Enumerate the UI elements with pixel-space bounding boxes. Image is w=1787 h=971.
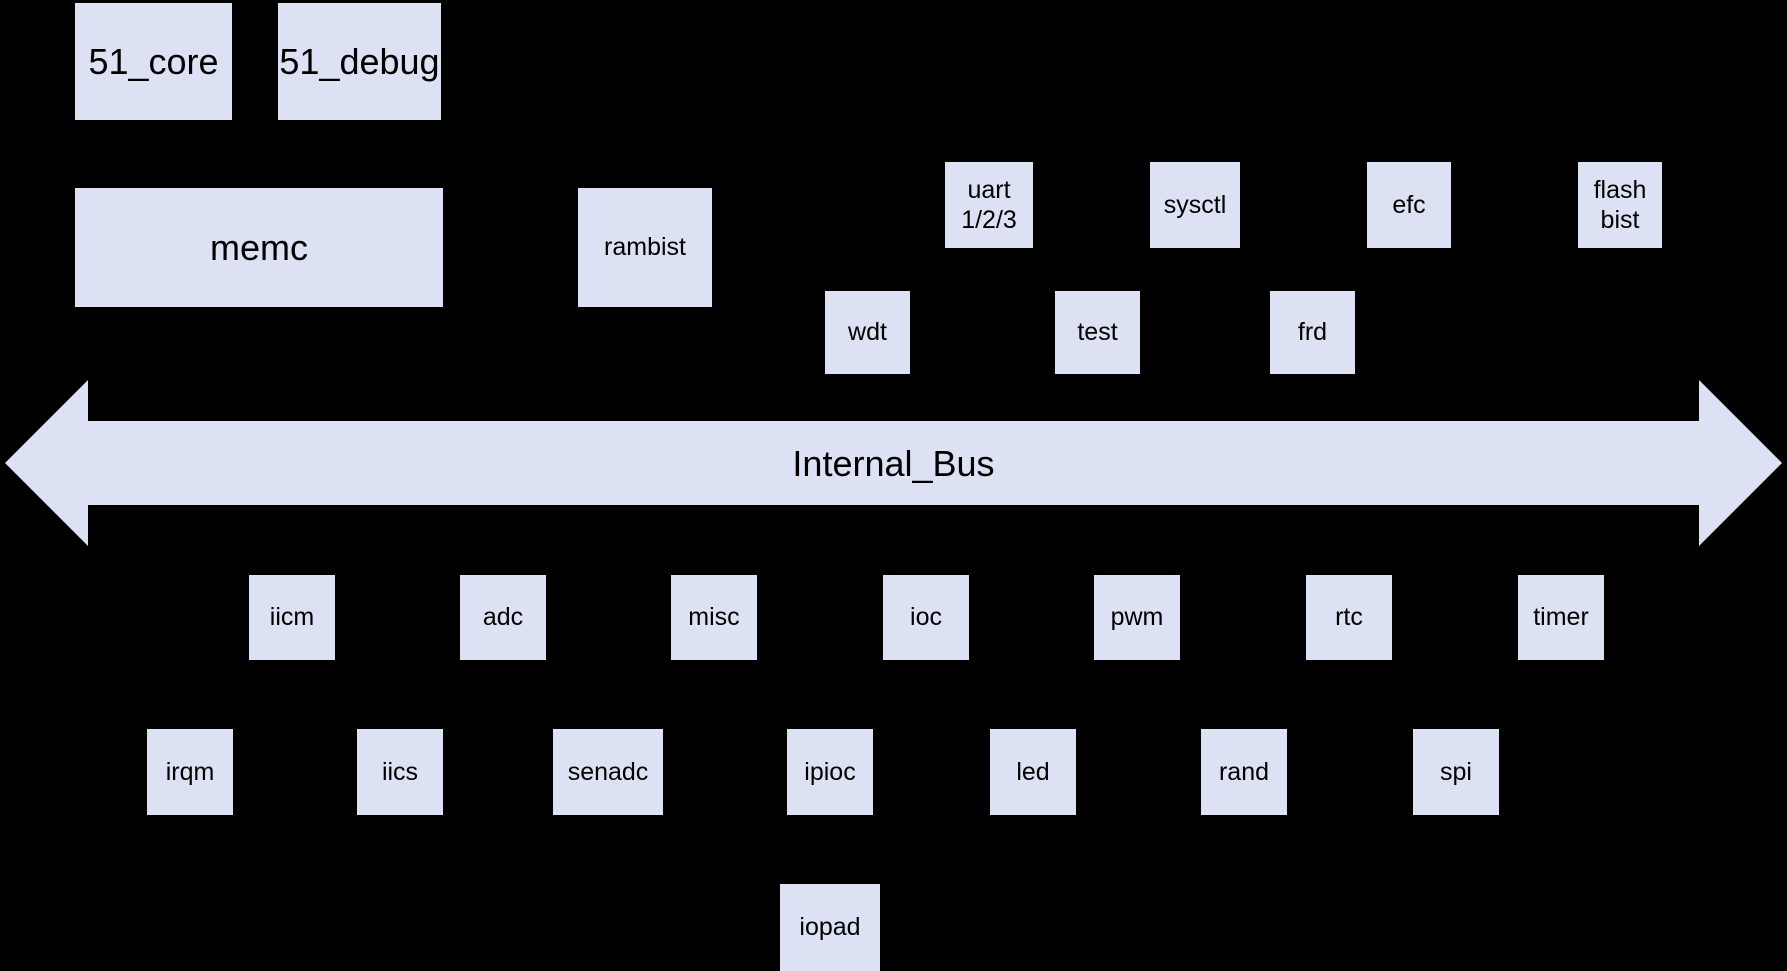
block-label-iicm: iicm bbox=[269, 603, 315, 632]
block-label-adc: adc bbox=[482, 603, 524, 632]
block-label-irqm: irqm bbox=[165, 757, 215, 786]
block-efc[interactable]: efc bbox=[1367, 162, 1451, 248]
block-ioc[interactable]: ioc bbox=[883, 575, 969, 660]
block-misc[interactable]: misc bbox=[671, 575, 757, 660]
block-iopad[interactable]: iopad bbox=[780, 884, 880, 971]
block-label-efc: efc bbox=[1392, 190, 1426, 219]
block-51_debug[interactable]: 51_debug bbox=[278, 3, 441, 120]
block-label-rambist: rambist bbox=[604, 233, 686, 262]
block-label-flash_bist: flash bist bbox=[1593, 175, 1647, 235]
block-iics[interactable]: iics bbox=[357, 729, 443, 815]
block-label-frd: frd bbox=[1297, 318, 1328, 347]
block-rambist[interactable]: rambist bbox=[578, 188, 712, 307]
block-wdt[interactable]: wdt bbox=[825, 291, 910, 374]
block-label-51_debug: 51_debug bbox=[279, 40, 440, 82]
internal-bus-label: Internal_Bus bbox=[792, 443, 995, 484]
block-label-timer: timer bbox=[1533, 603, 1589, 632]
block-label-senadc: senadc bbox=[567, 757, 649, 786]
block-label-uart: uart 1/2/3 bbox=[961, 175, 1017, 235]
block-label-led: led bbox=[1016, 757, 1050, 786]
block-pwm[interactable]: pwm bbox=[1094, 575, 1180, 660]
block-led[interactable]: led bbox=[990, 729, 1076, 815]
bus-arrow-shape bbox=[5, 380, 1782, 546]
block-iicm[interactable]: iicm bbox=[249, 575, 335, 660]
internal-bus-arrow bbox=[0, 377, 1787, 549]
block-label-memc: memc bbox=[210, 226, 308, 268]
block-ipioc[interactable]: ipioc bbox=[787, 729, 873, 815]
block-spi[interactable]: spi bbox=[1413, 729, 1499, 815]
block-frd[interactable]: frd bbox=[1270, 291, 1355, 374]
block-senadc[interactable]: senadc bbox=[553, 729, 663, 815]
block-flash_bist[interactable]: flash bist bbox=[1578, 162, 1662, 248]
block-label-ipioc: ipioc bbox=[804, 757, 856, 786]
block-timer[interactable]: timer bbox=[1518, 575, 1604, 660]
block-adc[interactable]: adc bbox=[460, 575, 546, 660]
block-label-iics: iics bbox=[381, 757, 419, 786]
block-51_core[interactable]: 51_core bbox=[75, 3, 232, 120]
block-label-wdt: wdt bbox=[848, 318, 887, 347]
block-label-pwm: pwm bbox=[1110, 603, 1164, 632]
block-memc[interactable]: memc bbox=[75, 188, 443, 307]
block-label-rand: rand bbox=[1218, 757, 1270, 786]
block-label-sysctl: sysctl bbox=[1163, 190, 1227, 219]
block-rtc[interactable]: rtc bbox=[1306, 575, 1392, 660]
block-uart[interactable]: uart 1/2/3 bbox=[945, 162, 1033, 248]
block-label-misc: misc bbox=[688, 603, 740, 632]
block-label-ioc: ioc bbox=[910, 603, 942, 632]
block-label-test: test bbox=[1077, 318, 1118, 347]
block-test[interactable]: test bbox=[1055, 291, 1140, 374]
block-sysctl[interactable]: sysctl bbox=[1150, 162, 1240, 248]
block-label-rtc: rtc bbox=[1335, 603, 1363, 632]
block-rand[interactable]: rand bbox=[1201, 729, 1287, 815]
block-label-spi: spi bbox=[1440, 757, 1472, 786]
block-irqm[interactable]: irqm bbox=[147, 729, 233, 815]
block-label-iopad: iopad bbox=[799, 913, 861, 942]
block-label-51_core: 51_core bbox=[88, 40, 219, 82]
